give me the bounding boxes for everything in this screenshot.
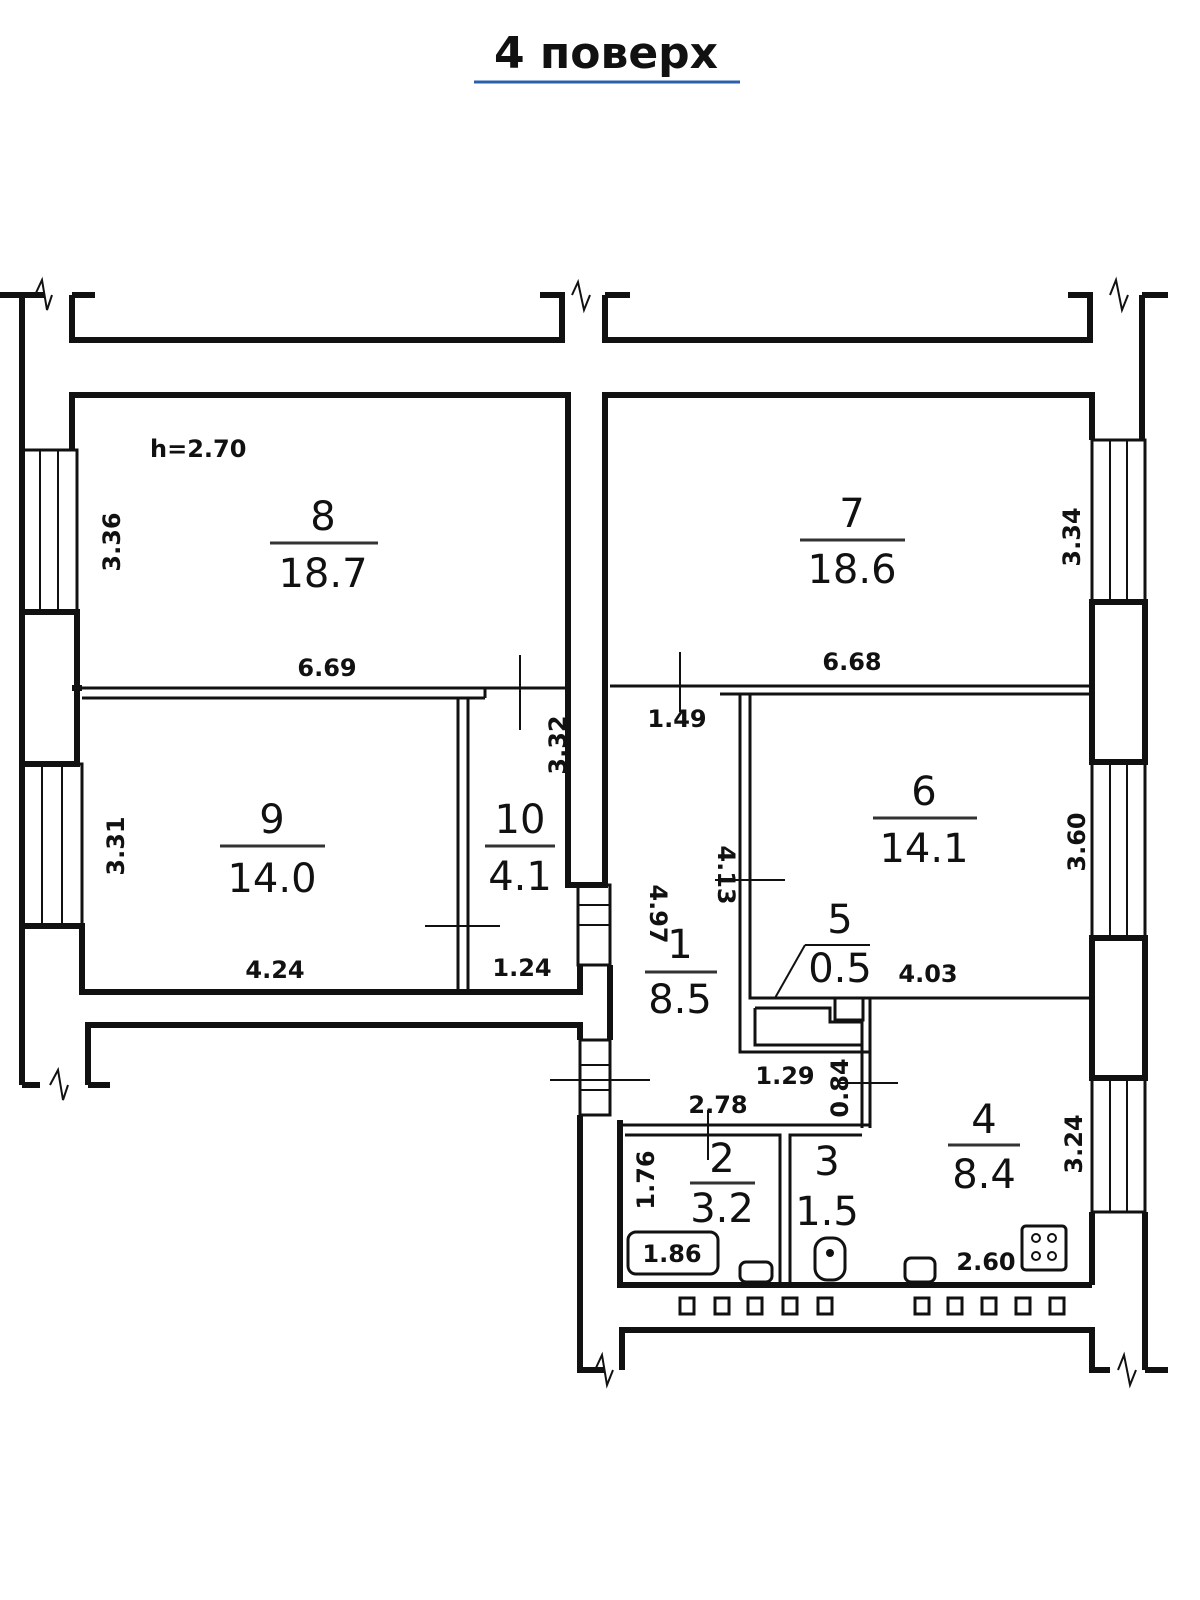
room-6: 6 14.1	[873, 769, 977, 872]
svg-text:6: 6	[911, 769, 936, 815]
room-3: 3 1.5	[795, 1139, 859, 1235]
window-left-upper	[20, 448, 79, 614]
walls	[0, 276, 1168, 1389]
svg-text:6.69: 6.69	[297, 654, 356, 682]
window-right-middle	[1090, 760, 1147, 940]
window-right-upper	[1090, 438, 1147, 604]
svg-text:1.76: 1.76	[632, 1150, 660, 1209]
window-left-lower	[20, 762, 84, 928]
svg-text:14.0: 14.0	[227, 856, 316, 902]
dimension-labels: 6.69 3.36 6.68 3.34 4.24 3.31 1.24 3.32 …	[98, 507, 1091, 1276]
svg-text:3.34: 3.34	[1058, 507, 1086, 566]
bathtub-icon	[626, 1230, 720, 1276]
svg-text:8: 8	[310, 494, 335, 540]
svg-text:3.36: 3.36	[98, 512, 126, 571]
svg-text:18.7: 18.7	[278, 551, 367, 597]
window-right-lower	[1090, 1076, 1147, 1214]
svg-text:5: 5	[827, 897, 852, 943]
svg-text:4.97: 4.97	[644, 884, 672, 943]
svg-text:4.13: 4.13	[712, 845, 740, 904]
room-4: 4 8.4	[948, 1097, 1020, 1198]
room-5: 5 0.5	[808, 897, 872, 992]
svg-text:3.60: 3.60	[1063, 812, 1091, 871]
svg-text:0.84: 0.84	[826, 1058, 854, 1117]
svg-text:1.29: 1.29	[755, 1062, 814, 1090]
ventilation-blocks	[678, 1296, 1066, 1316]
room-2: 2 3.2	[690, 1136, 755, 1232]
svg-text:1.5: 1.5	[795, 1189, 859, 1235]
room-1: 1 8.5	[645, 922, 717, 1023]
svg-text:1.24: 1.24	[492, 954, 551, 982]
svg-text:14.1: 14.1	[879, 826, 968, 872]
svg-text:9: 9	[259, 797, 284, 843]
svg-text:4.1: 4.1	[488, 854, 552, 900]
svg-text:7: 7	[839, 491, 864, 537]
break-mark	[34, 276, 53, 311]
room-7: 7 18.6	[800, 491, 905, 593]
stove-icon	[1020, 1224, 1068, 1272]
kitchen-sink-icon	[903, 1256, 937, 1284]
svg-text:8.4: 8.4	[952, 1152, 1016, 1198]
svg-text:4: 4	[971, 1097, 996, 1143]
svg-text:2.60: 2.60	[956, 1248, 1015, 1276]
room-10: 10 4.1	[485, 797, 555, 900]
room-8: 8 18.7	[270, 494, 378, 597]
svg-text:3.32: 3.32	[544, 715, 572, 774]
svg-text:6.68: 6.68	[822, 648, 881, 676]
svg-text:3.2: 3.2	[690, 1186, 754, 1232]
svg-text:18.6: 18.6	[807, 547, 896, 593]
floor-title: 4 поверх	[494, 28, 718, 79]
svg-text:3.31: 3.31	[102, 816, 130, 875]
svg-text:0.5: 0.5	[808, 946, 872, 992]
svg-text:4.24: 4.24	[245, 956, 304, 984]
svg-text:4.03: 4.03	[898, 960, 957, 988]
svg-text:1.49: 1.49	[647, 705, 706, 733]
svg-text:3: 3	[814, 1139, 839, 1185]
room-9: 9 14.0	[220, 797, 325, 902]
svg-text:8.5: 8.5	[648, 977, 712, 1023]
ceiling-height: h=2.70	[150, 435, 246, 463]
svg-text:3.24: 3.24	[1060, 1114, 1088, 1173]
toilet-icon	[813, 1236, 847, 1282]
svg-text:2.78: 2.78	[688, 1091, 747, 1119]
svg-text:1.86: 1.86	[642, 1240, 701, 1268]
svg-text:1: 1	[667, 922, 692, 968]
svg-text:10: 10	[495, 797, 546, 843]
sink-icon	[738, 1260, 774, 1284]
svg-text:2: 2	[709, 1136, 734, 1182]
